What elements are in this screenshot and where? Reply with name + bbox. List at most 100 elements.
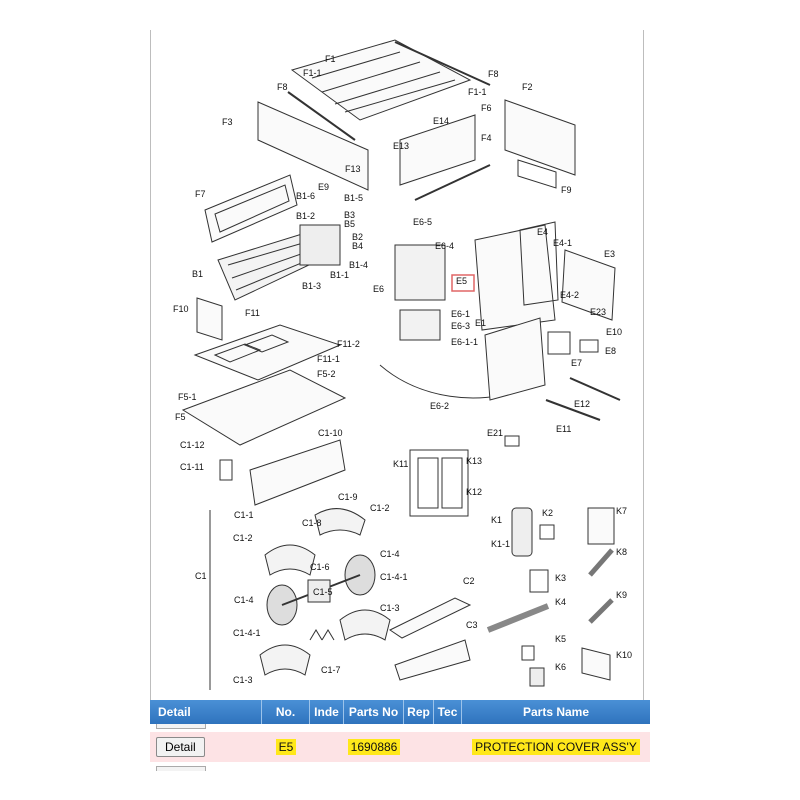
part-label-e21: E21	[487, 428, 503, 438]
detail-button[interactable]: Detail	[156, 737, 205, 757]
part-label-e1: E1	[475, 318, 486, 328]
part-k4-hose	[486, 603, 550, 633]
part-label-c1-4-1: C1-4-1	[380, 572, 408, 582]
part-label-e12: E12	[574, 399, 590, 409]
part-label-f3: F3	[222, 117, 233, 127]
part-label-f1: F1	[325, 54, 336, 64]
part-label-e6-2: E6-2	[430, 401, 449, 411]
table-row: Detail E5 1690886 PROTECTION COVER ASS'Y	[150, 732, 650, 762]
part-f3-panel	[257, 101, 369, 191]
part-label-c1-11: C1-11	[180, 462, 204, 472]
part-label-c1-2: C1-2	[370, 503, 390, 513]
parts-table-header: Detail No. Inde Parts No Rep Tec Parts N…	[150, 700, 650, 724]
part-label-k13: K13	[466, 456, 482, 466]
part-c1-11	[219, 459, 233, 481]
part-label-f5-2: F5-2	[317, 369, 336, 379]
part-k10	[581, 647, 611, 681]
part-f5-panel	[181, 369, 347, 446]
col-header-parts-no: Parts No	[344, 700, 404, 724]
diagram-drawing	[181, 39, 621, 690]
part-label-b1-5: B1-5	[344, 193, 363, 203]
part-e21	[504, 435, 520, 447]
col-header-parts-name: Parts Name	[522, 705, 590, 719]
part-k6	[529, 667, 545, 687]
part-label-e7: E7	[571, 358, 582, 368]
part-label-e5: E5	[456, 276, 467, 286]
part-b1-piping	[299, 224, 341, 266]
part-k7-manual	[587, 507, 615, 545]
part-label-e14: E14	[433, 116, 449, 126]
part-label-c1-4: C1-4	[380, 549, 400, 559]
part-label-b1-4: B1-4	[349, 260, 368, 270]
part-label-k10: K10	[616, 650, 632, 660]
part-c1-10-box	[249, 439, 346, 506]
part-label-f11-2: F11-2	[337, 339, 360, 349]
part-label-e8: E8	[605, 346, 616, 356]
part-label-k4: K4	[555, 597, 566, 607]
part-label-b3: B3	[344, 210, 355, 220]
part-label-k6: K6	[555, 662, 566, 672]
part-label-k5: K5	[555, 634, 566, 644]
hotspot-e5[interactable]	[451, 274, 475, 292]
part-label-e9: E9	[318, 182, 329, 192]
part-label-b1: B1	[192, 269, 203, 279]
part-label-b2: B2	[352, 232, 363, 242]
part-e8	[579, 339, 599, 353]
previous-row-edge	[156, 724, 206, 729]
part-c1-2-casing	[264, 544, 316, 576]
part-label-b5: B5	[344, 219, 355, 229]
part-k8	[588, 548, 614, 577]
part-label-c1-4: C1-4	[234, 595, 254, 605]
part-label-c3: C3	[466, 620, 478, 630]
part-label-c1-8: C1-8	[302, 518, 322, 528]
part-c1-3-casing	[259, 644, 311, 676]
part-label-e4: E4	[537, 227, 548, 237]
part-label-e4-2: E4-2	[560, 290, 579, 300]
part-label-c1-1: C1-1	[234, 510, 254, 520]
part-label-b1-1: B1-1	[330, 270, 349, 280]
part-label-f4: F4	[481, 133, 492, 143]
part-c3-filter	[394, 639, 471, 681]
part-label-c1-2: C1-2	[233, 533, 253, 543]
part-e7	[547, 331, 571, 355]
next-row-edge	[156, 766, 206, 771]
part-label-c1-12: C1-12	[180, 440, 205, 450]
part-label-f7: F7	[195, 189, 206, 199]
part-label-k1: K1	[491, 515, 502, 525]
part-label-k1-1: K1-1	[491, 539, 510, 549]
part-label-e11: E11	[556, 424, 571, 434]
part-f11-tray	[193, 324, 342, 381]
col-header-index: Inde	[310, 700, 344, 724]
part-c2-filter	[389, 597, 472, 639]
part-label-k2: K2	[542, 508, 553, 518]
part-label-k12: K12	[466, 487, 482, 497]
part-e1-box	[484, 317, 546, 401]
part-label-f11: F11	[245, 308, 260, 318]
part-label-f8: F8	[277, 82, 288, 92]
part-label-e10: E10	[606, 327, 622, 337]
part-label-c1-5: C1-5	[313, 587, 333, 597]
part-label-f13: F13	[345, 164, 361, 174]
part-k3	[529, 569, 549, 593]
part-label-c1-9: C1-9	[338, 492, 358, 502]
col-header-no: No.	[262, 700, 310, 724]
part-f1-panel	[290, 39, 472, 121]
part-label-e6-3: E6-3	[451, 321, 470, 331]
parts-no-value: 1690886	[347, 739, 401, 755]
part-label-k9: K9	[616, 590, 627, 600]
part-label-f8: F8	[488, 69, 499, 79]
part-e13-panel	[399, 114, 476, 186]
part-label-e6-5: E6-5	[413, 217, 432, 227]
part-label-e13: E13	[393, 141, 409, 151]
col-header-detail: Detail	[150, 700, 262, 724]
part-k1-remote	[511, 507, 533, 557]
part-label-b4: B4	[352, 241, 363, 251]
part-label-e6: E6	[373, 284, 384, 294]
part-label-c1-3: C1-3	[233, 675, 253, 685]
part-label-f5: F5	[175, 412, 186, 422]
part-k5	[521, 645, 535, 661]
part-e3-plate	[561, 249, 616, 321]
part-e4-cover	[474, 224, 556, 331]
